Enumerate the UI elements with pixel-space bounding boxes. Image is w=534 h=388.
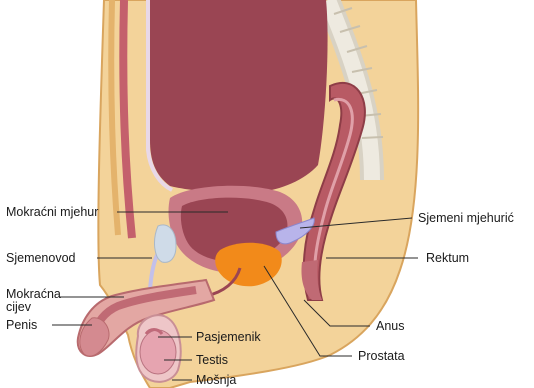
label-rectum: Rektum (426, 251, 469, 265)
label-urethra-line1: Mokraćna (6, 287, 61, 301)
label-penis: Penis (6, 318, 37, 332)
label-scrotum: Mošnja (196, 373, 236, 387)
label-urethra-line2: cijev (6, 300, 32, 314)
label-epididymis: Pasjemenik (196, 330, 261, 344)
label-vas-deferens: Sjemenovod (6, 251, 76, 265)
label-testis: Testis (196, 353, 228, 367)
label-prostate: Prostata (358, 349, 405, 363)
label-seminal-vesicle: Sjemeni mjehurić (418, 211, 514, 225)
bowel (150, 0, 328, 193)
pubic-bone (155, 225, 176, 262)
label-bladder: Mokraćni mjehur (6, 205, 98, 219)
label-anus: Anus (376, 319, 405, 333)
